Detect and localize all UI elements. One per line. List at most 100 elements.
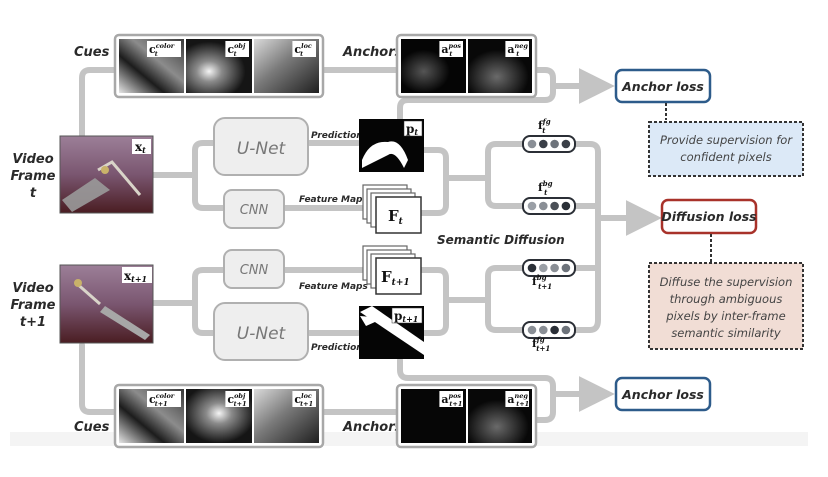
tag-sub: t+1	[516, 400, 529, 408]
unet-t: U-Net	[213, 117, 309, 176]
vector-label-symbol: f	[532, 337, 538, 350]
connector-to-bg-t	[485, 175, 526, 209]
vector-label-sup: fg	[542, 117, 551, 126]
feature-maps-t-edge-label: Feature Maps	[299, 195, 368, 205]
tag-background	[225, 41, 249, 57]
tag-sub: t+1	[449, 400, 462, 408]
tag-symbol: c	[294, 393, 301, 406]
features-t-symbol: F	[388, 207, 399, 225]
vector-element	[539, 201, 548, 211]
tag-symbol: c	[227, 43, 234, 56]
tag-sup: loc	[301, 392, 312, 400]
anchor-loss-top: Anchor loss	[614, 68, 712, 104]
vector-frame	[522, 259, 576, 277]
frame-t-tag: x	[135, 140, 143, 154]
tag-sub: t	[449, 50, 452, 58]
prediction-t-sub: t	[414, 127, 418, 137]
tag-symbol: a	[441, 43, 448, 56]
video-frame-t-image: xt	[59, 135, 154, 214]
anchor-loss-top-label: Anchor loss	[621, 79, 704, 94]
connector-frame-t1-to-cues	[79, 342, 121, 415]
video-frame-t1-label: Video Frame t+1	[11, 281, 56, 330]
connector-to-cnn-t	[192, 172, 228, 211]
vector-element	[550, 139, 559, 149]
tag-sup: obj	[234, 392, 246, 400]
features-t1-sub: t+1	[392, 278, 410, 288]
tag-background	[292, 391, 316, 407]
connector-to-cnn-t1	[192, 267, 228, 306]
svg-text:xt+1: xt+1	[124, 269, 147, 284]
frame-t1-tag-sub: t+1	[131, 274, 147, 284]
prediction-t1-sub: t+1	[402, 314, 418, 324]
tag-background	[439, 391, 463, 407]
connector-to-unet-t	[192, 140, 218, 178]
svg-text:Ft: Ft	[388, 207, 404, 227]
tag-symbol: a	[507, 43, 514, 56]
connector-anchors-bottom-out	[532, 391, 556, 423]
vector-label-sup: bg	[537, 273, 547, 282]
vector-label-sub: t	[544, 188, 548, 197]
cnn-t1: CNN	[223, 249, 285, 289]
tag-sub: t+1	[300, 400, 313, 408]
diffusion-note-line-1: Diffuse the supervision	[660, 275, 793, 289]
connector-feat-t1-merge	[417, 267, 449, 303]
diffusion-note-line-2: through ambiguous	[670, 292, 783, 306]
tag-symbol: c	[294, 43, 301, 56]
vector-element	[527, 139, 537, 149]
features-t-sub: t	[399, 217, 404, 227]
vector-frame	[522, 321, 576, 339]
vector-element	[550, 325, 559, 335]
connector-to-fg-t	[485, 141, 526, 181]
prediction-t-symbol: p	[406, 122, 414, 136]
connectors	[79, 67, 662, 423]
tag-sup: neg	[515, 42, 529, 50]
tag-symbol: c	[227, 393, 234, 406]
feature-maps-t-stack: Ft	[362, 184, 422, 234]
svg-text:pt+1: pt+1	[394, 309, 418, 324]
anchor-loss-bottom-label: Anchor loss	[621, 387, 704, 402]
tag-background	[225, 391, 249, 407]
vector-element	[550, 201, 559, 211]
tag-sub: t	[516, 50, 519, 58]
diffusion-note-line-3: pixels by inter-frame	[665, 309, 785, 323]
vector-element	[561, 325, 571, 335]
prediction-t1-edge-label: Prediction	[311, 343, 363, 353]
vector-label-symbol: f	[532, 275, 538, 288]
vector-label-symbol: f	[538, 181, 544, 194]
anchors-top-panel	[395, 33, 538, 99]
cues-top-panel	[113, 33, 325, 99]
connector-to-bg-t1	[485, 265, 526, 303]
tag-sub: t+1	[234, 400, 247, 408]
anchor-loss-bottom: Anchor loss	[614, 376, 712, 412]
tag-sup: obj	[234, 42, 246, 50]
vector-label-sup: bg	[543, 179, 553, 188]
connector-pred-t-to-anchor	[397, 81, 556, 123]
diffusion-loss-label: Diffusion loss	[661, 209, 756, 224]
cues-top-label: Cues	[74, 45, 110, 60]
vector-element	[550, 263, 559, 273]
vector-element	[561, 139, 571, 149]
anchor-note: Provide supervision for confident pixels	[648, 121, 804, 177]
tag-sup: pos	[449, 392, 462, 400]
cnn-t: CNN	[223, 189, 285, 229]
tag-symbol: c	[149, 43, 156, 56]
unet-t1-label: U-Net	[237, 324, 287, 344]
prediction-t1-map: pt+1	[359, 306, 424, 359]
